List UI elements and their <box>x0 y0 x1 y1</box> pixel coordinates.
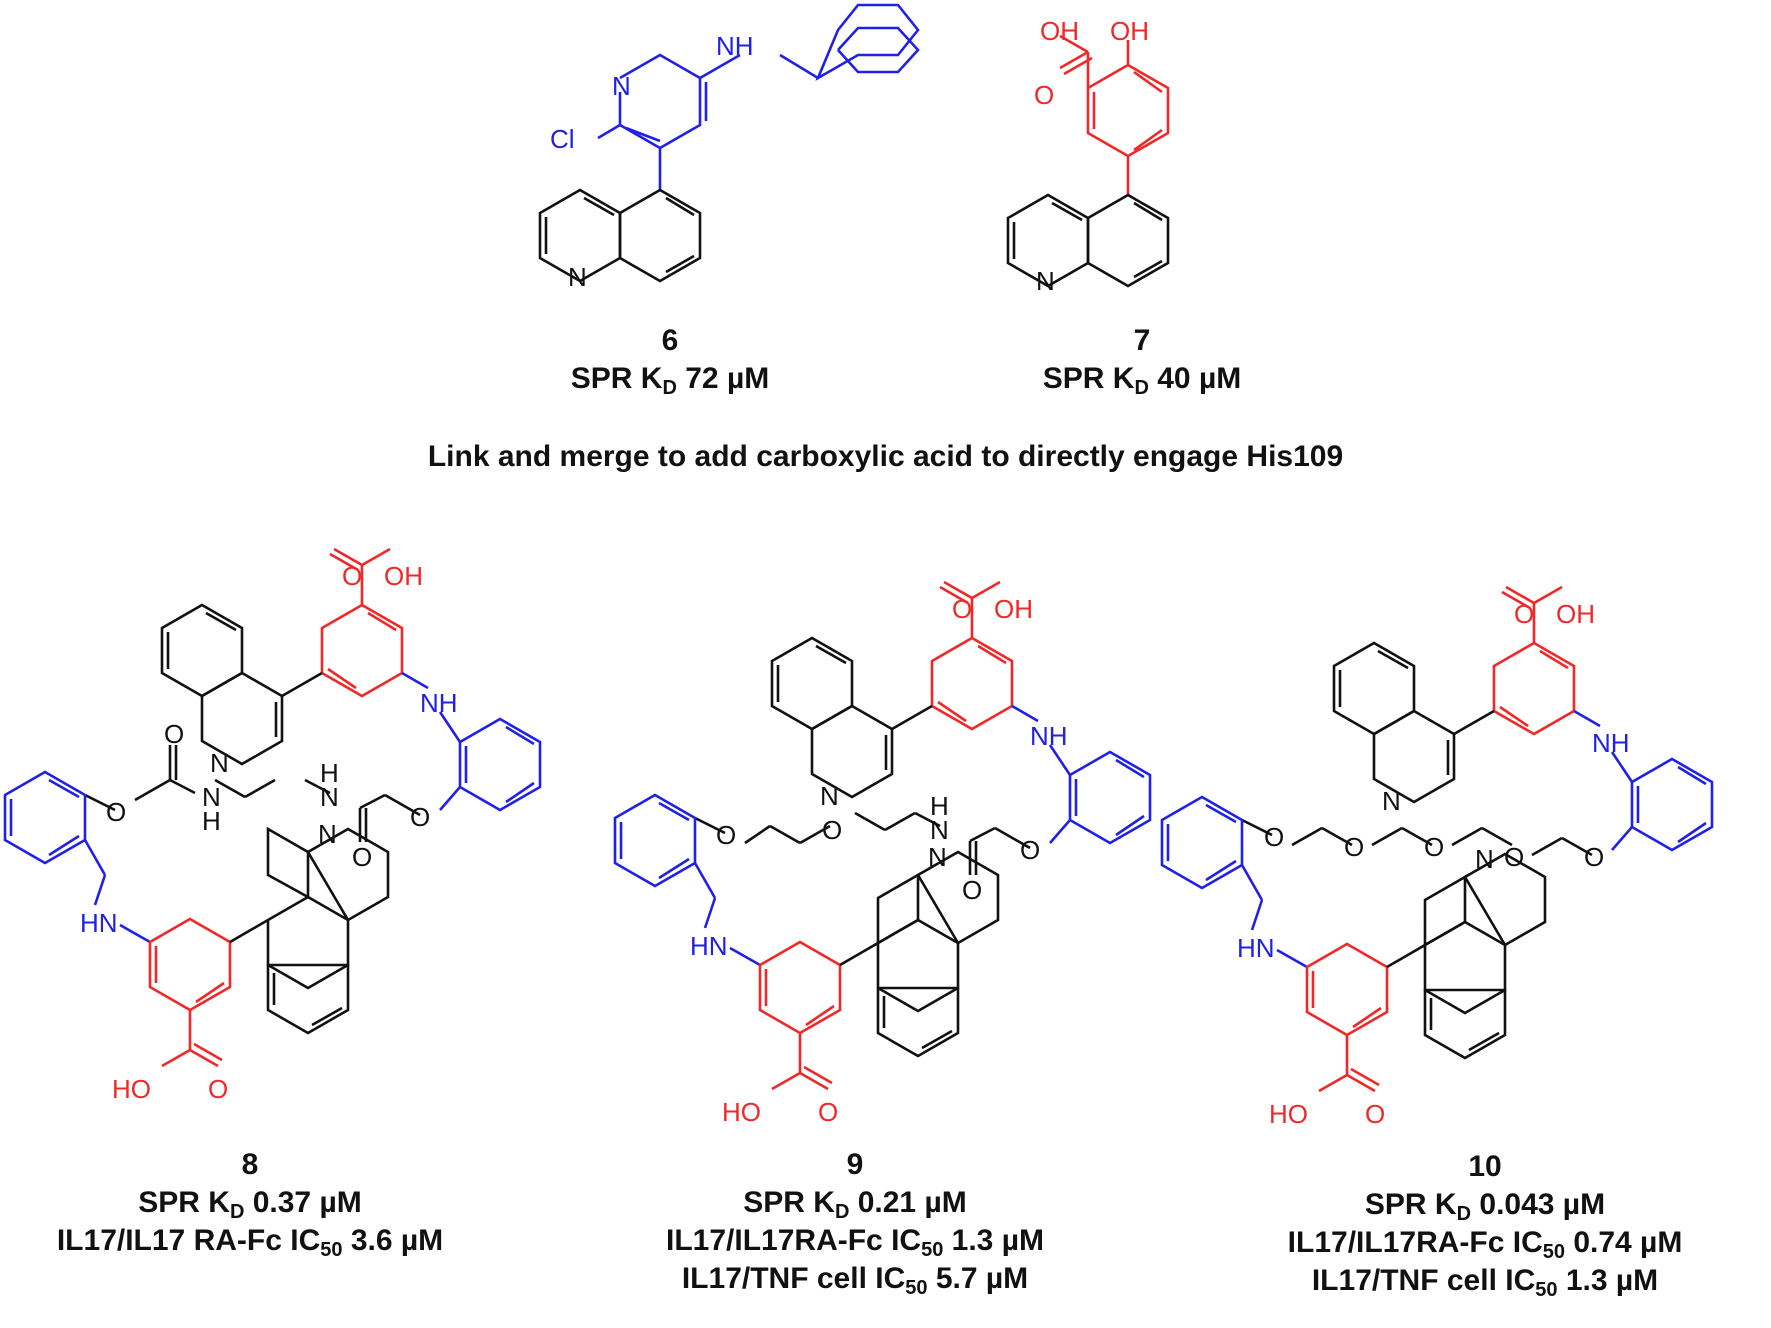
compound-6-label: 6 SPR KD 72 µM <box>480 322 860 398</box>
atom-o: O <box>342 561 362 591</box>
atom-n: N <box>1475 844 1494 874</box>
atom-ho: HO <box>722 1097 761 1127</box>
atom-o: O <box>818 1097 838 1127</box>
atom-o: O <box>822 815 842 845</box>
atom-n: N <box>928 842 947 872</box>
atom-h: H <box>202 806 221 836</box>
atom-o: O <box>208 1074 228 1104</box>
atom-n: N <box>1036 266 1055 296</box>
ic50-cell-value: IL17/TNF cell IC50 1.3 µM <box>1311 1264 1659 1301</box>
atom-o: O <box>1584 842 1604 872</box>
atom-n: N <box>820 781 839 811</box>
ic50-binding-value: IL17/IL17RA-Fc IC50 1.3 µM <box>666 1224 1044 1261</box>
atom-o: O <box>352 842 372 872</box>
atom-ho: HO <box>112 1074 151 1104</box>
scheme-caption: Link and merge to add carboxylic acid to… <box>427 440 1344 473</box>
atom-o: O <box>1034 80 1054 110</box>
ic50-binding-value: IL17/IL17RA-Fc IC50 0.74 µM <box>1287 1226 1683 1263</box>
atom-oh: OH <box>1110 16 1149 46</box>
atom-n: N <box>612 71 631 101</box>
atom-h: H <box>930 791 949 821</box>
compound-9-structure <box>613 580 1152 1091</box>
spr-kd-value: SPR KD 0.37 µM <box>138 1186 362 1223</box>
atom-o: O <box>952 594 972 624</box>
atom-o: O <box>1504 842 1524 872</box>
atom-o: O <box>716 820 736 850</box>
atom-hn: HN <box>1237 933 1275 963</box>
compound-10-label: 10 SPR KD 0.043 µM IL17/IL17RA-Fc IC50 0… <box>1240 1148 1730 1300</box>
atom-n: N <box>210 748 229 778</box>
atom-o: O <box>410 802 430 832</box>
atom-n: N <box>568 262 587 292</box>
atom-hn: HN <box>690 931 728 961</box>
spr-kd-value: SPR KD 0.21 µM <box>743 1186 967 1223</box>
compound-9-label: 9 SPR KD 0.21 µM IL17/IL17RA-Fc IC50 1.3… <box>620 1146 1090 1298</box>
compound-10-structure <box>1160 585 1714 1093</box>
atom-o: O <box>962 875 982 905</box>
atom-n: N <box>202 782 221 812</box>
compound-6-structure <box>538 3 920 283</box>
atom-oh: OH <box>1556 599 1595 629</box>
atom-o: O <box>1020 835 1040 865</box>
spr-kd-value: SPR KD 72 µM <box>570 362 770 399</box>
atom-nh: NH <box>420 688 458 718</box>
atom-hn: HN <box>80 908 118 938</box>
atom-o: O <box>1365 1099 1385 1129</box>
atom-o: O <box>164 719 184 749</box>
atom-nh: NH <box>1592 728 1630 758</box>
atom-h: H <box>320 758 339 788</box>
atom-nh: NH <box>1030 721 1068 751</box>
compound-number: 6 <box>661 324 679 357</box>
compound-7-structure <box>1006 34 1170 288</box>
atom-cl: Cl <box>550 124 575 154</box>
atom-nh: NH <box>716 31 754 61</box>
atom-oh: OH <box>1040 16 1079 46</box>
atom-n: N <box>1382 786 1401 816</box>
compound-number: 10 <box>1468 1150 1502 1183</box>
compound-8-label: 8 SPR KD 0.37 µM IL17/IL17 RA-Fc IC50 3.… <box>40 1146 460 1260</box>
atom-o: O <box>106 797 126 827</box>
atom-n: N <box>318 819 337 849</box>
compound-number: 8 <box>241 1148 259 1181</box>
atom-ho: HO <box>1269 1099 1308 1129</box>
atom-o: O <box>1514 599 1534 629</box>
atom-o: O <box>1424 832 1444 862</box>
atom-oh: OH <box>384 561 423 591</box>
spr-kd-value: SPR KD 0.043 µM <box>1364 1188 1606 1225</box>
compound-number: 9 <box>846 1148 864 1181</box>
compound-7-label: 7 SPR KD 40 µM <box>952 322 1332 398</box>
atom-n: N <box>320 782 339 812</box>
compound-number: 7 <box>1133 324 1151 357</box>
atom-n: N <box>930 815 949 845</box>
spr-kd-value: SPR KD 40 µM <box>1042 362 1242 399</box>
ic50-cell-value: IL17/TNF cell IC50 5.7 µM <box>681 1262 1029 1299</box>
atom-o: O <box>1344 832 1364 862</box>
ic50-binding-value: IL17/IL17 RA-Fc IC50 3.6 µM <box>56 1224 444 1261</box>
atom-o: O <box>1264 822 1284 852</box>
compound-8-structure <box>3 547 542 1068</box>
atom-oh: OH <box>994 594 1033 624</box>
